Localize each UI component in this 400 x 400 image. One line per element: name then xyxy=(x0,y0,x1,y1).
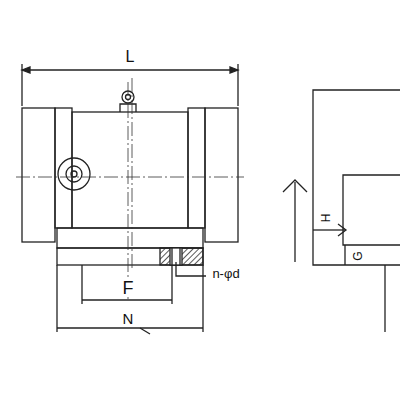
dimension-label: L xyxy=(125,49,136,65)
dimension-label: F xyxy=(122,279,135,297)
dimension-label: N xyxy=(122,311,135,326)
dimension-label: G xyxy=(352,250,364,261)
dimension-label: H xyxy=(320,213,332,224)
hole-label: n-φd xyxy=(211,267,240,280)
